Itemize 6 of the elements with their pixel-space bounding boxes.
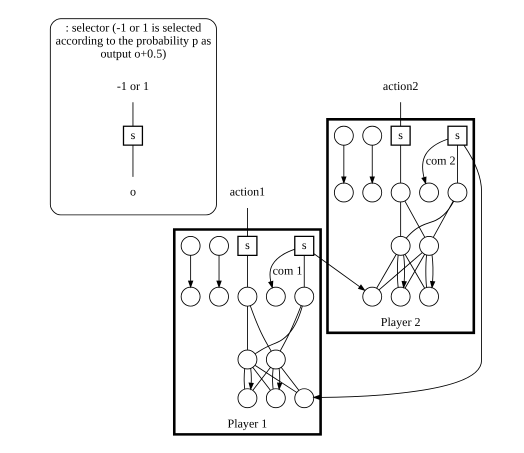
edge-label: com 1: [272, 263, 302, 278]
node-text: action2: [382, 78, 418, 93]
node-text: -1 or 1: [116, 78, 149, 93]
node-text: action1: [229, 184, 265, 199]
edge-label: com 2: [425, 153, 456, 168]
node-text: o: [129, 184, 136, 199]
